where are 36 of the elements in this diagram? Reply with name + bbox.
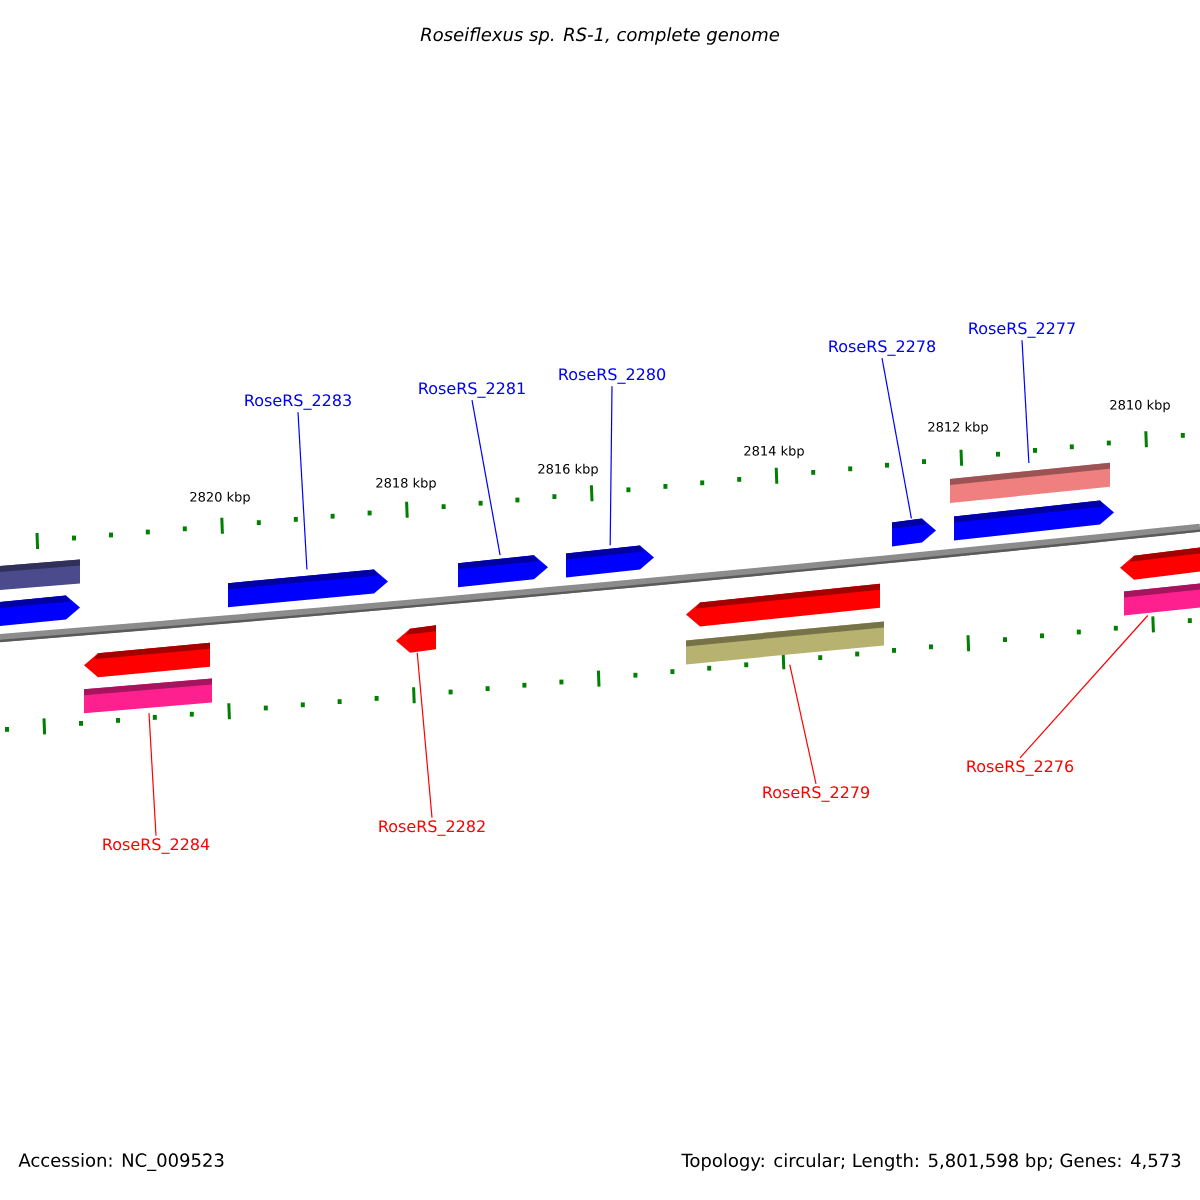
gene-label: RoseRS_2277 bbox=[969, 322, 1075, 338]
gene-feature bbox=[686, 583, 880, 627]
feature-bar bbox=[0, 559, 80, 590]
gene-label: RoseRS_2276 bbox=[967, 760, 1074, 776]
gene-label: RoseRS_2279 bbox=[763, 786, 870, 802]
leader-line bbox=[1021, 339, 1030, 464]
accession-text: Accession: NC_009523 bbox=[18, 1153, 224, 1171]
gene-feature bbox=[84, 642, 210, 678]
gene-feature bbox=[566, 545, 654, 578]
feature-bar bbox=[686, 621, 884, 665]
feature-bar bbox=[1124, 583, 1200, 616]
feature-bar bbox=[950, 462, 1110, 503]
leader-line bbox=[297, 411, 308, 571]
genome-info-text: Topology: circular; Length: 5,801,598 bp; Genes: 4,573 bbox=[681, 1153, 1181, 1171]
gene-feature bbox=[892, 518, 936, 547]
leader-line bbox=[471, 399, 501, 556]
gene-label: RoseRS_2283 bbox=[245, 394, 351, 410]
gene-feature bbox=[954, 500, 1114, 541]
gene-label: RoseRS_2280 bbox=[559, 368, 666, 384]
leader-line bbox=[881, 357, 912, 519]
gene-label: RoseRS_2282 bbox=[379, 820, 485, 836]
gene-label: RoseRS_2281 bbox=[419, 382, 525, 398]
gene-feature bbox=[1120, 547, 1200, 580]
leader-line bbox=[148, 712, 157, 837]
leader-line bbox=[609, 385, 613, 546]
leader-line bbox=[416, 652, 433, 819]
gene-label: RoseRS_2278 bbox=[829, 340, 936, 356]
gene-feature bbox=[396, 625, 436, 653]
gene-feature bbox=[0, 595, 80, 626]
leader-line bbox=[1019, 614, 1149, 759]
gene-label: RoseRS_2284 bbox=[103, 838, 210, 854]
leader-line bbox=[789, 663, 817, 785]
gene-feature bbox=[228, 569, 388, 608]
gene-feature bbox=[458, 555, 548, 588]
feature-bar bbox=[84, 678, 212, 714]
title: Roseiflexus sp. RS-1, complete genome bbox=[420, 27, 780, 45]
